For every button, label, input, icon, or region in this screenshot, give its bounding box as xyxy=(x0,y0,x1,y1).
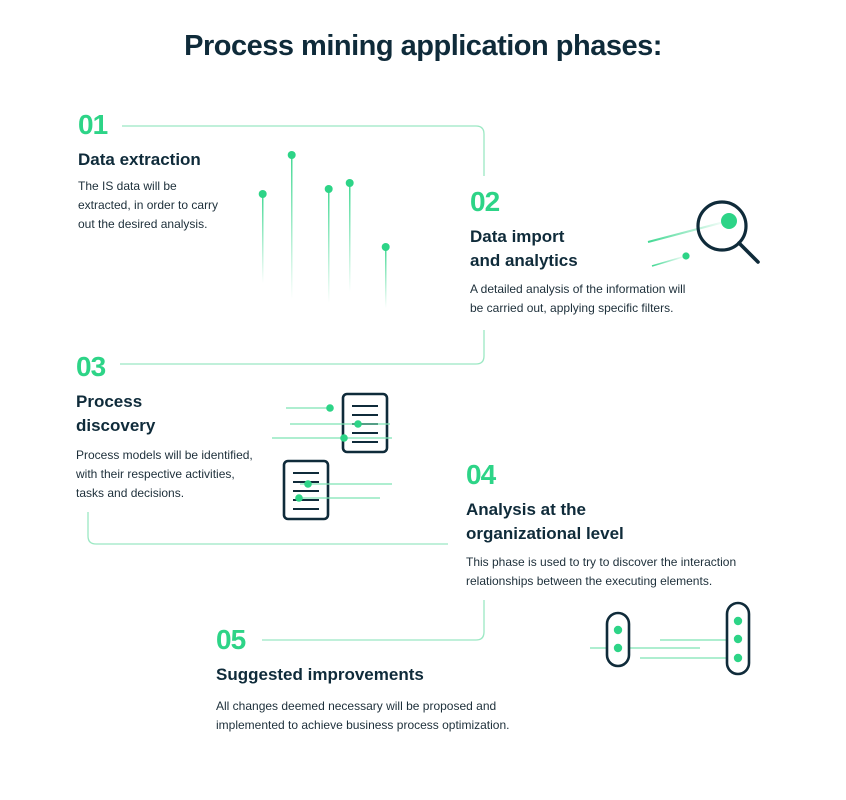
phase-01-description: The IS data will be extracted, in order … xyxy=(78,177,218,234)
phase-03-description: Process models will be identified, with … xyxy=(76,446,253,503)
heading-line: and analytics xyxy=(470,251,578,270)
heading-line: Analysis at the xyxy=(466,500,586,519)
phase-02-heading: Data import and analytics xyxy=(470,225,578,273)
description-line: implemented to achieve business process … xyxy=(216,718,510,732)
magnifier-icon xyxy=(647,200,760,267)
phase-04-number: 04 xyxy=(466,459,496,490)
phase-05-heading: Suggested improvements xyxy=(216,665,424,684)
heading-line: organizational level xyxy=(466,524,624,543)
document-icon xyxy=(282,459,392,521)
connector-lines xyxy=(87,125,485,641)
description-line: be carried out, applying specific filter… xyxy=(470,301,674,315)
phase-04-description: This phase is used to try to discover th… xyxy=(466,553,736,591)
connector-01-02 xyxy=(122,125,485,176)
heading-line: Data import xyxy=(470,227,565,246)
description-line: extracted, in order to carry xyxy=(78,198,219,212)
connector-02-03 xyxy=(120,330,485,365)
description-line: Process models will be identified, xyxy=(76,448,253,462)
description-line: This phase is used to try to discover th… xyxy=(466,555,737,569)
description-line: A detailed analysis of the information w… xyxy=(470,282,686,296)
phase-01-heading: Data extraction xyxy=(78,150,201,169)
phase-05-number: 05 xyxy=(216,624,246,655)
description-line: out the desired analysis. xyxy=(78,217,208,231)
phase-05-description: All changes deemed necessary will be pro… xyxy=(216,697,509,735)
phase-02-description: A detailed analysis of the information w… xyxy=(470,280,685,318)
heading-line: discovery xyxy=(76,416,156,435)
description-line: tasks and decisions. xyxy=(76,486,185,500)
description-line: The IS data will be xyxy=(78,179,177,193)
phase-03-number: 03 xyxy=(76,351,106,382)
phase-03-heading: Process discovery xyxy=(76,390,155,438)
phase-01-number: 01 xyxy=(78,109,108,140)
node-capsule-icon xyxy=(640,601,796,676)
data-drops-icon xyxy=(258,151,390,308)
connector-03-04 xyxy=(87,512,448,545)
phase-04-heading: Analysis at the organizational level xyxy=(466,498,624,546)
description-line: All changes deemed necessary will be pro… xyxy=(216,699,497,713)
description-line: with their respective activities, xyxy=(76,467,235,481)
document-icon xyxy=(272,392,392,454)
connector-04-05 xyxy=(262,600,485,641)
page-title: Process mining application phases: xyxy=(184,30,662,62)
node-capsule-icon xyxy=(560,611,700,668)
phase-02-number: 02 xyxy=(470,186,500,217)
description-line: relationships between the executing elem… xyxy=(466,574,713,588)
heading-line: Process xyxy=(76,392,143,411)
